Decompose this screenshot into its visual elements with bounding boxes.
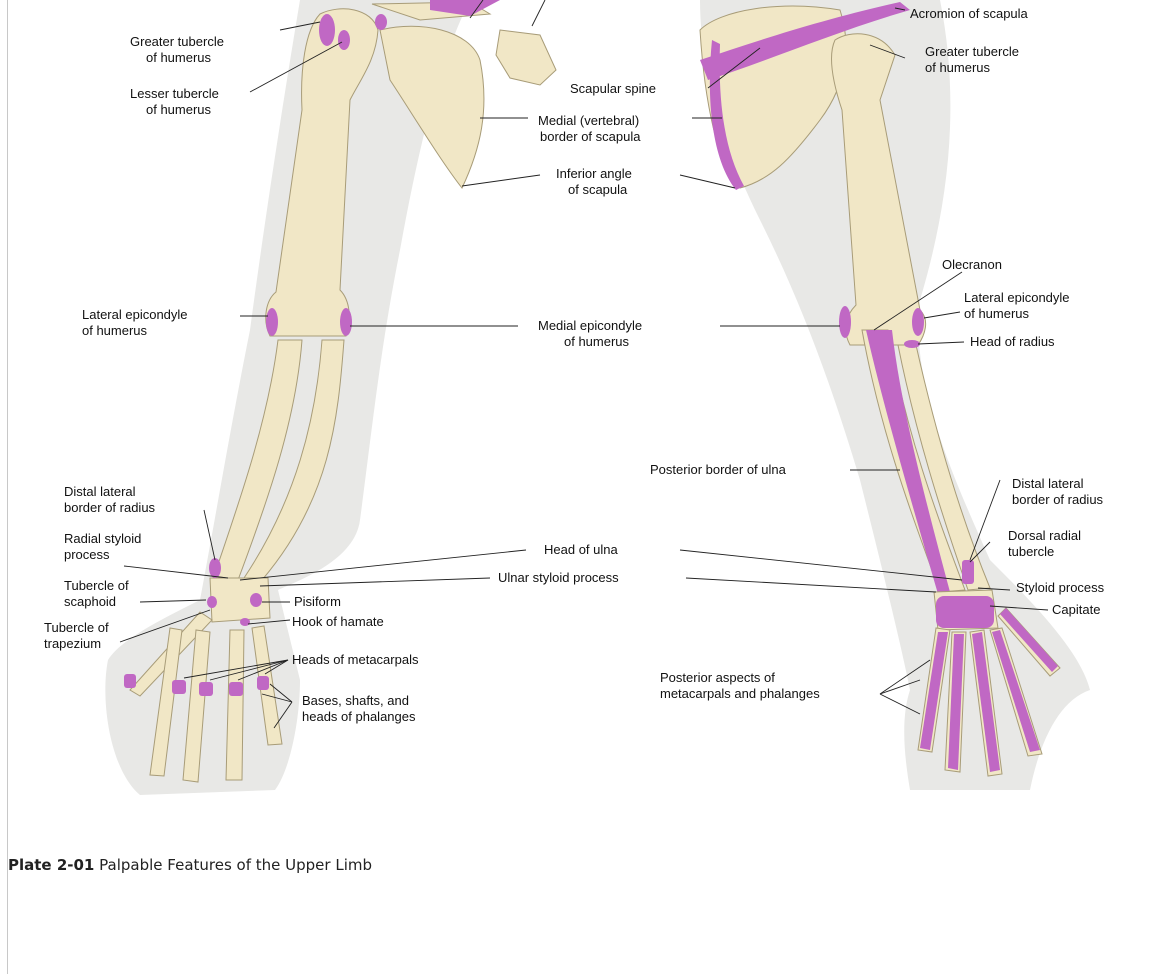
label-greater-tubercle-right: Greater tubercle <box>925 44 1019 59</box>
label-posterior-border-ulna: Posterior border of ulna <box>650 462 787 477</box>
label-capitate: Capitate <box>1052 602 1100 617</box>
label-scapular-spine: Scapular spine <box>570 81 656 96</box>
left-limb-anterior <box>105 0 556 795</box>
figure-caption: Plate 2-01 Palpable Features of the Uppe… <box>8 856 372 874</box>
label-bases-shafts-2: heads of phalanges <box>302 709 416 724</box>
label-distal-lateral-right-2: border of radius <box>1012 492 1104 507</box>
label-inferior-angle: Inferior angle <box>556 166 632 181</box>
label-medial-epicondyle-2: of humerus <box>564 334 630 349</box>
label-heads-of-metacarpals: Heads of metacarpals <box>292 652 419 667</box>
label-greater-tubercle-left-2: of humerus <box>146 50 212 65</box>
label-lateral-epicondyle-right-2: of humerus <box>964 306 1030 321</box>
label-dorsal-radial-tubercle-2: tubercle <box>1008 544 1054 559</box>
label-greater-tubercle-right-2: of humerus <box>925 60 991 75</box>
label-bases-shafts: Bases, shafts, and <box>302 693 409 708</box>
label-distal-lateral-right: Distal lateral <box>1012 476 1084 491</box>
label-pisiform: Pisiform <box>294 594 341 609</box>
label-radial-styloid: Radial styloid <box>64 531 141 546</box>
label-tubercle-scaphoid: Tubercle of <box>64 578 129 593</box>
label-ulnar-styloid: Ulnar styloid process <box>498 570 619 585</box>
label-lateral-epicondyle-left-2: of humerus <box>82 323 148 338</box>
label-tubercle-trapezium: Tubercle of <box>44 620 109 635</box>
label-medial-border-2: border of scapula <box>540 129 641 144</box>
label-dorsal-radial-tubercle: Dorsal radial <box>1008 528 1081 543</box>
label-medial-epicondyle: Medial epicondyle <box>538 318 642 333</box>
label-head-of-radius: Head of radius <box>970 334 1055 349</box>
label-lesser-tubercle: Lesser tubercle <box>130 86 219 101</box>
label-acromion: Acromion of scapula <box>910 6 1029 21</box>
label-olecranon: Olecranon <box>942 257 1002 272</box>
label-distal-lateral-left: Distal lateral <box>64 484 136 499</box>
label-posterior-aspects: Posterior aspects of <box>660 670 775 685</box>
label-greater-tubercle-left: Greater tubercle <box>130 34 224 49</box>
label-styloid-process: Styloid process <box>1016 580 1105 595</box>
label-lesser-tubercle-2: of humerus <box>146 102 212 117</box>
label-posterior-aspects-2: metacarpals and phalanges <box>660 686 820 701</box>
left-sternum-piece <box>496 30 556 85</box>
label-lateral-epicondyle-left: Lateral epicondyle <box>82 307 188 322</box>
anatomy-figure: Acromion of scapula Greater tubercle of … <box>8 0 1173 820</box>
label-lateral-epicondyle-right: Lateral epicondyle <box>964 290 1070 305</box>
label-radial-styloid-2: process <box>64 547 110 562</box>
caption-number: Plate 2-01 <box>8 856 94 874</box>
label-distal-lateral-left-2: border of radius <box>64 500 156 515</box>
label-inferior-angle-2: of scapula <box>568 182 628 197</box>
label-medial-border: Medial (vertebral) <box>538 113 639 128</box>
caption-title: Palpable Features of the Upper Limb <box>99 856 372 874</box>
label-tubercle-trapezium-2: trapezium <box>44 636 101 651</box>
label-hook-of-hamate: Hook of hamate <box>292 614 384 629</box>
label-head-of-ulna: Head of ulna <box>544 542 618 557</box>
label-tubercle-scaphoid-2: scaphoid <box>64 594 116 609</box>
